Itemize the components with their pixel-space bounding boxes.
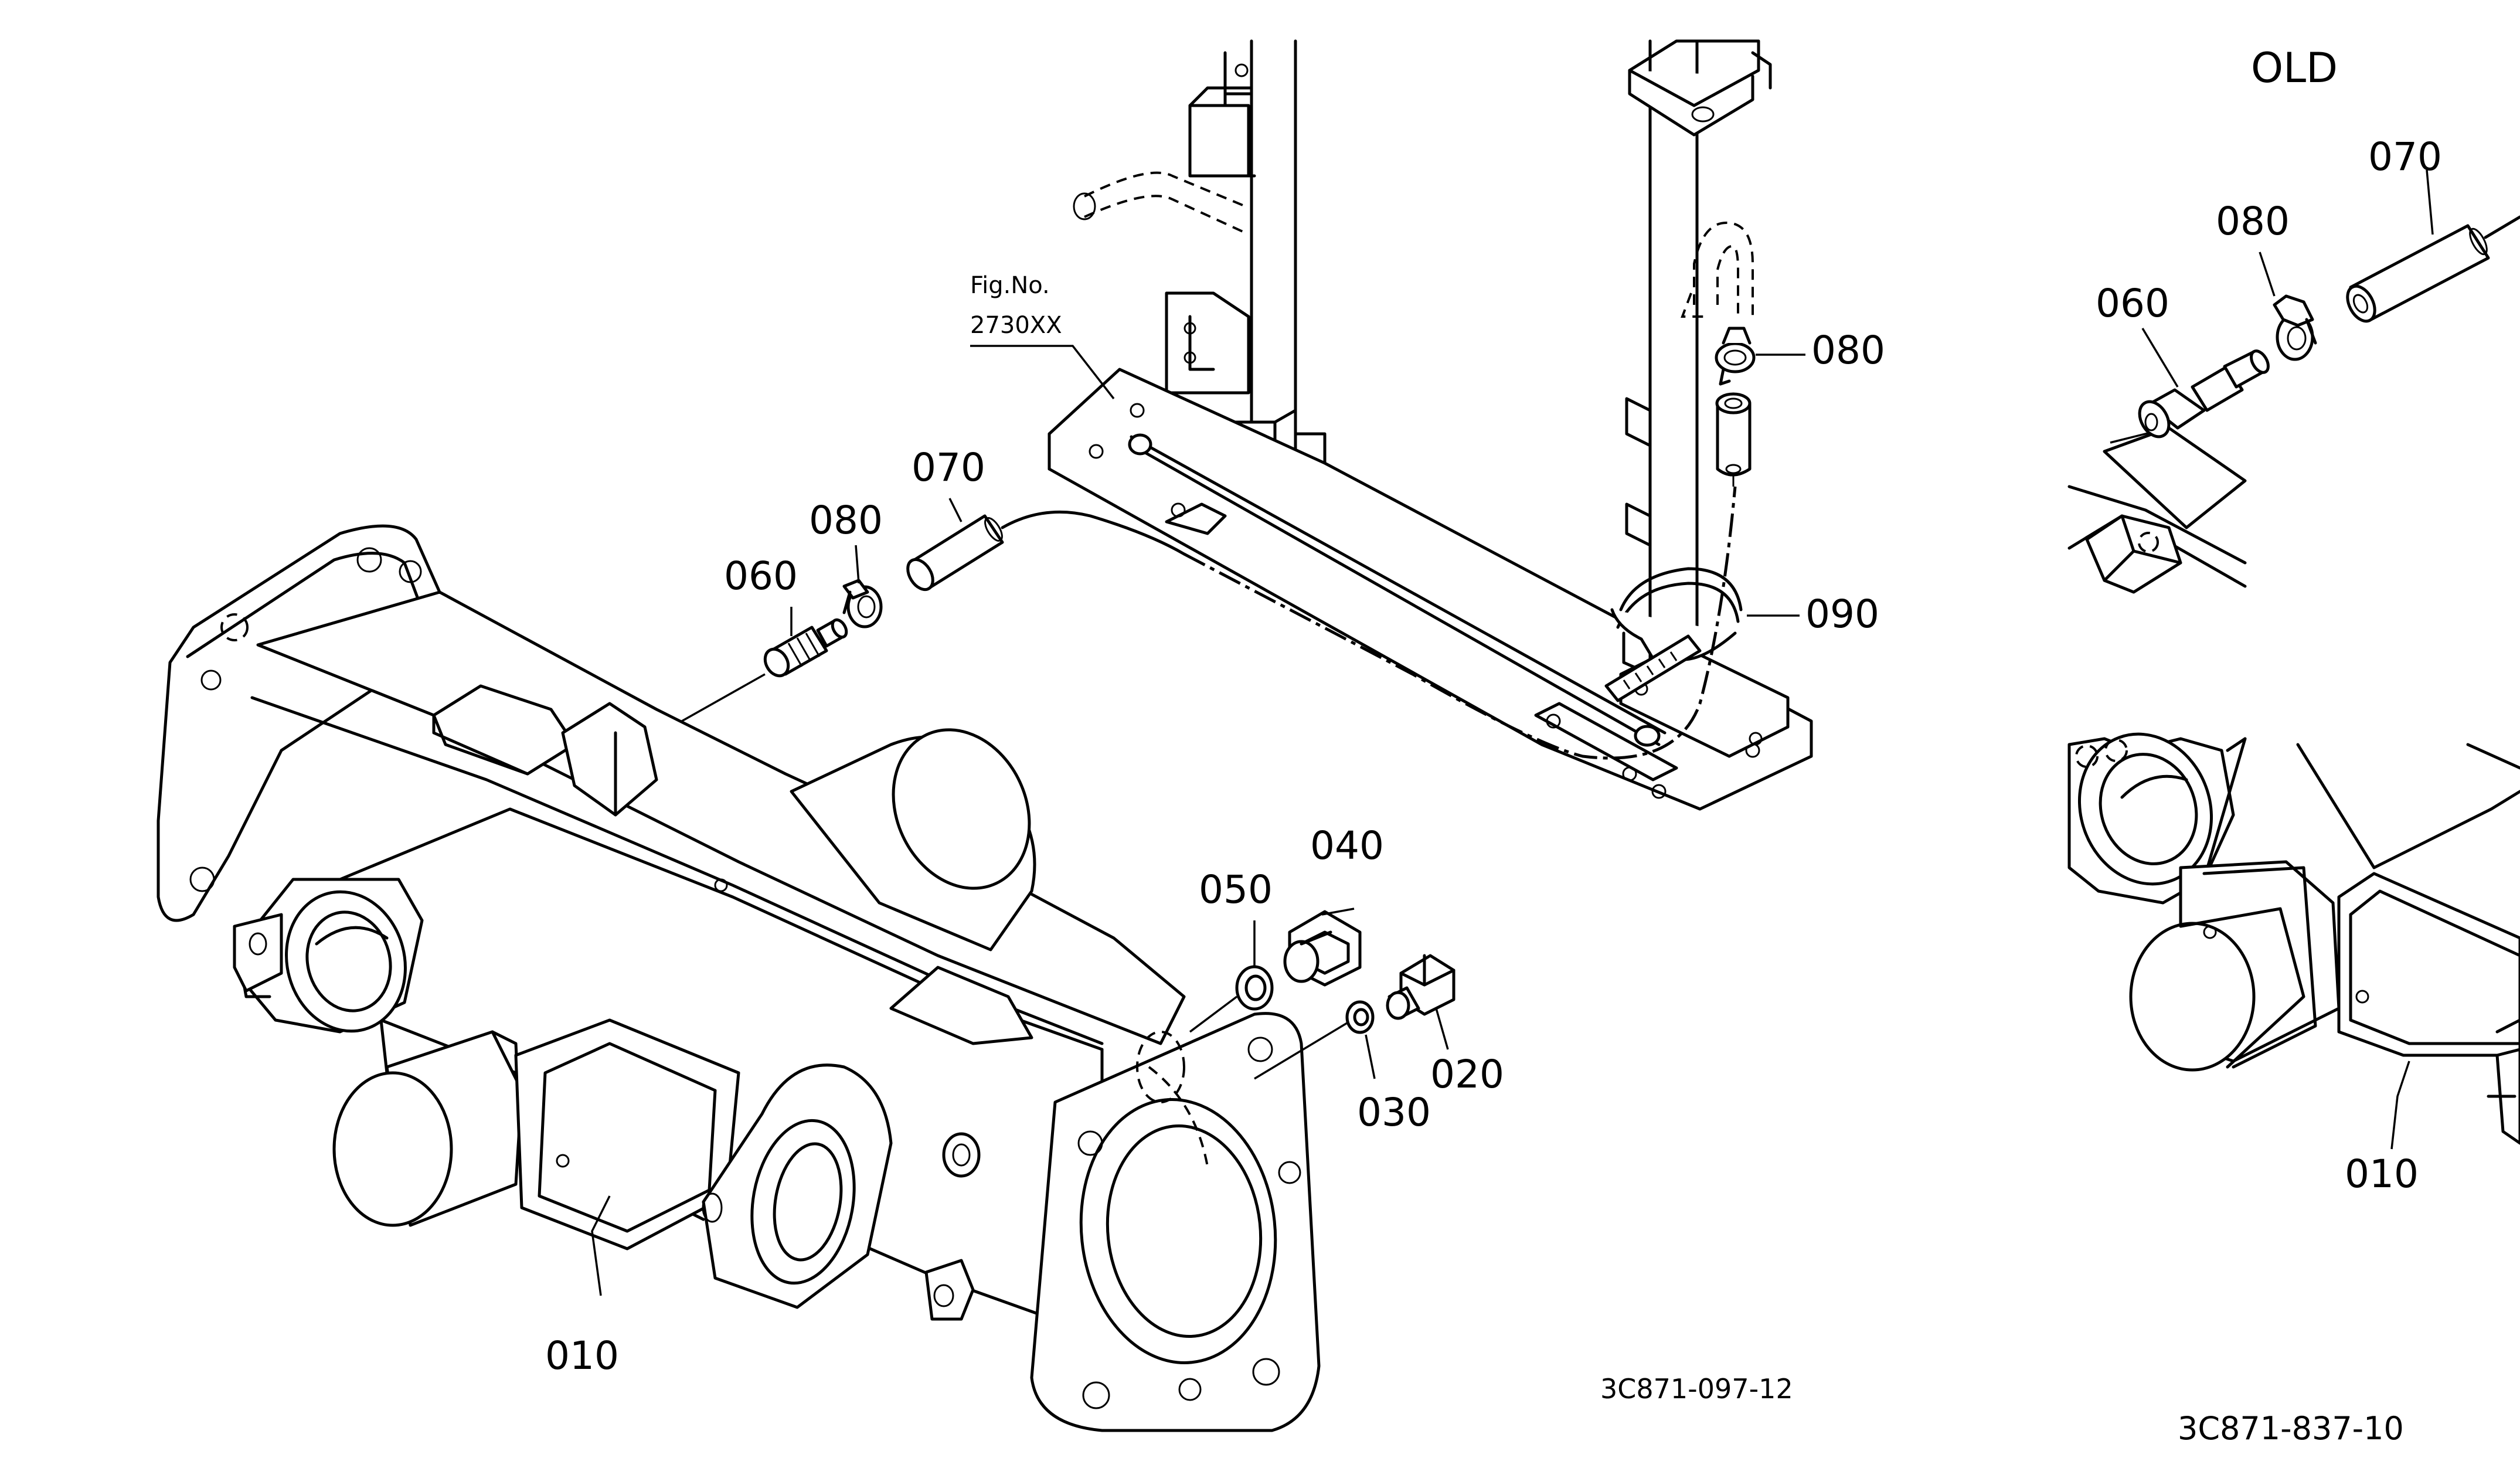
bolt-install-leader: [1254, 1022, 1348, 1080]
label-030: 030: [1357, 1090, 1431, 1135]
label-leaders-main: [591, 345, 1805, 1296]
axle-housing-010: [157, 524, 1321, 1432]
label-060-main: 060: [724, 553, 798, 599]
label-040: 040: [1310, 823, 1384, 868]
label-080-upper: 080: [1811, 328, 1885, 373]
label-090: 090: [1805, 592, 1879, 637]
plug-install-leader: [1189, 995, 1238, 1033]
old-heading: OLD: [2251, 44, 2338, 92]
cable-tie-090: [1604, 567, 1743, 702]
label-010-main: 010: [545, 1333, 619, 1378]
figure-ref-line2: 2730XX: [970, 312, 1062, 339]
washer-030: [1345, 1000, 1375, 1034]
label-070-old: 070: [2368, 134, 2442, 179]
hose-route-line: [1001, 486, 1737, 760]
old-upper-detail: [2067, 169, 2520, 594]
hose-070: [906, 514, 1004, 592]
label-010-old: 010: [2345, 1151, 2419, 1197]
bolt-020: [1386, 954, 1455, 1020]
frame-bracket-assembly: [1048, 39, 1813, 811]
hose-clamp-upper-080: [1715, 327, 1756, 386]
drawing-code-old: 3C871-837-10: [2178, 1410, 2404, 1447]
washer-050: [1235, 965, 1274, 1011]
plug-040: [1283, 910, 1362, 987]
label-050: 050: [1199, 867, 1273, 912]
figure-ref-line1: Fig.No.: [970, 272, 1050, 299]
label-070-main: 070: [912, 445, 985, 490]
hose-clamp-080: [842, 579, 883, 628]
label-080-old: 080: [2216, 199, 2290, 244]
label-060-old: 060: [2096, 281, 2169, 326]
hose-loop-hidden: [1681, 221, 1754, 318]
old-housing-detail: [2067, 732, 2520, 1150]
label-080-main: 080: [809, 498, 883, 543]
label-020: 020: [1430, 1052, 1504, 1097]
hose-fitting-060: [763, 618, 848, 678]
drawing-code-main: 3C871-097-12: [1600, 1373, 1793, 1405]
hose-segment-upper: [1715, 392, 1752, 487]
